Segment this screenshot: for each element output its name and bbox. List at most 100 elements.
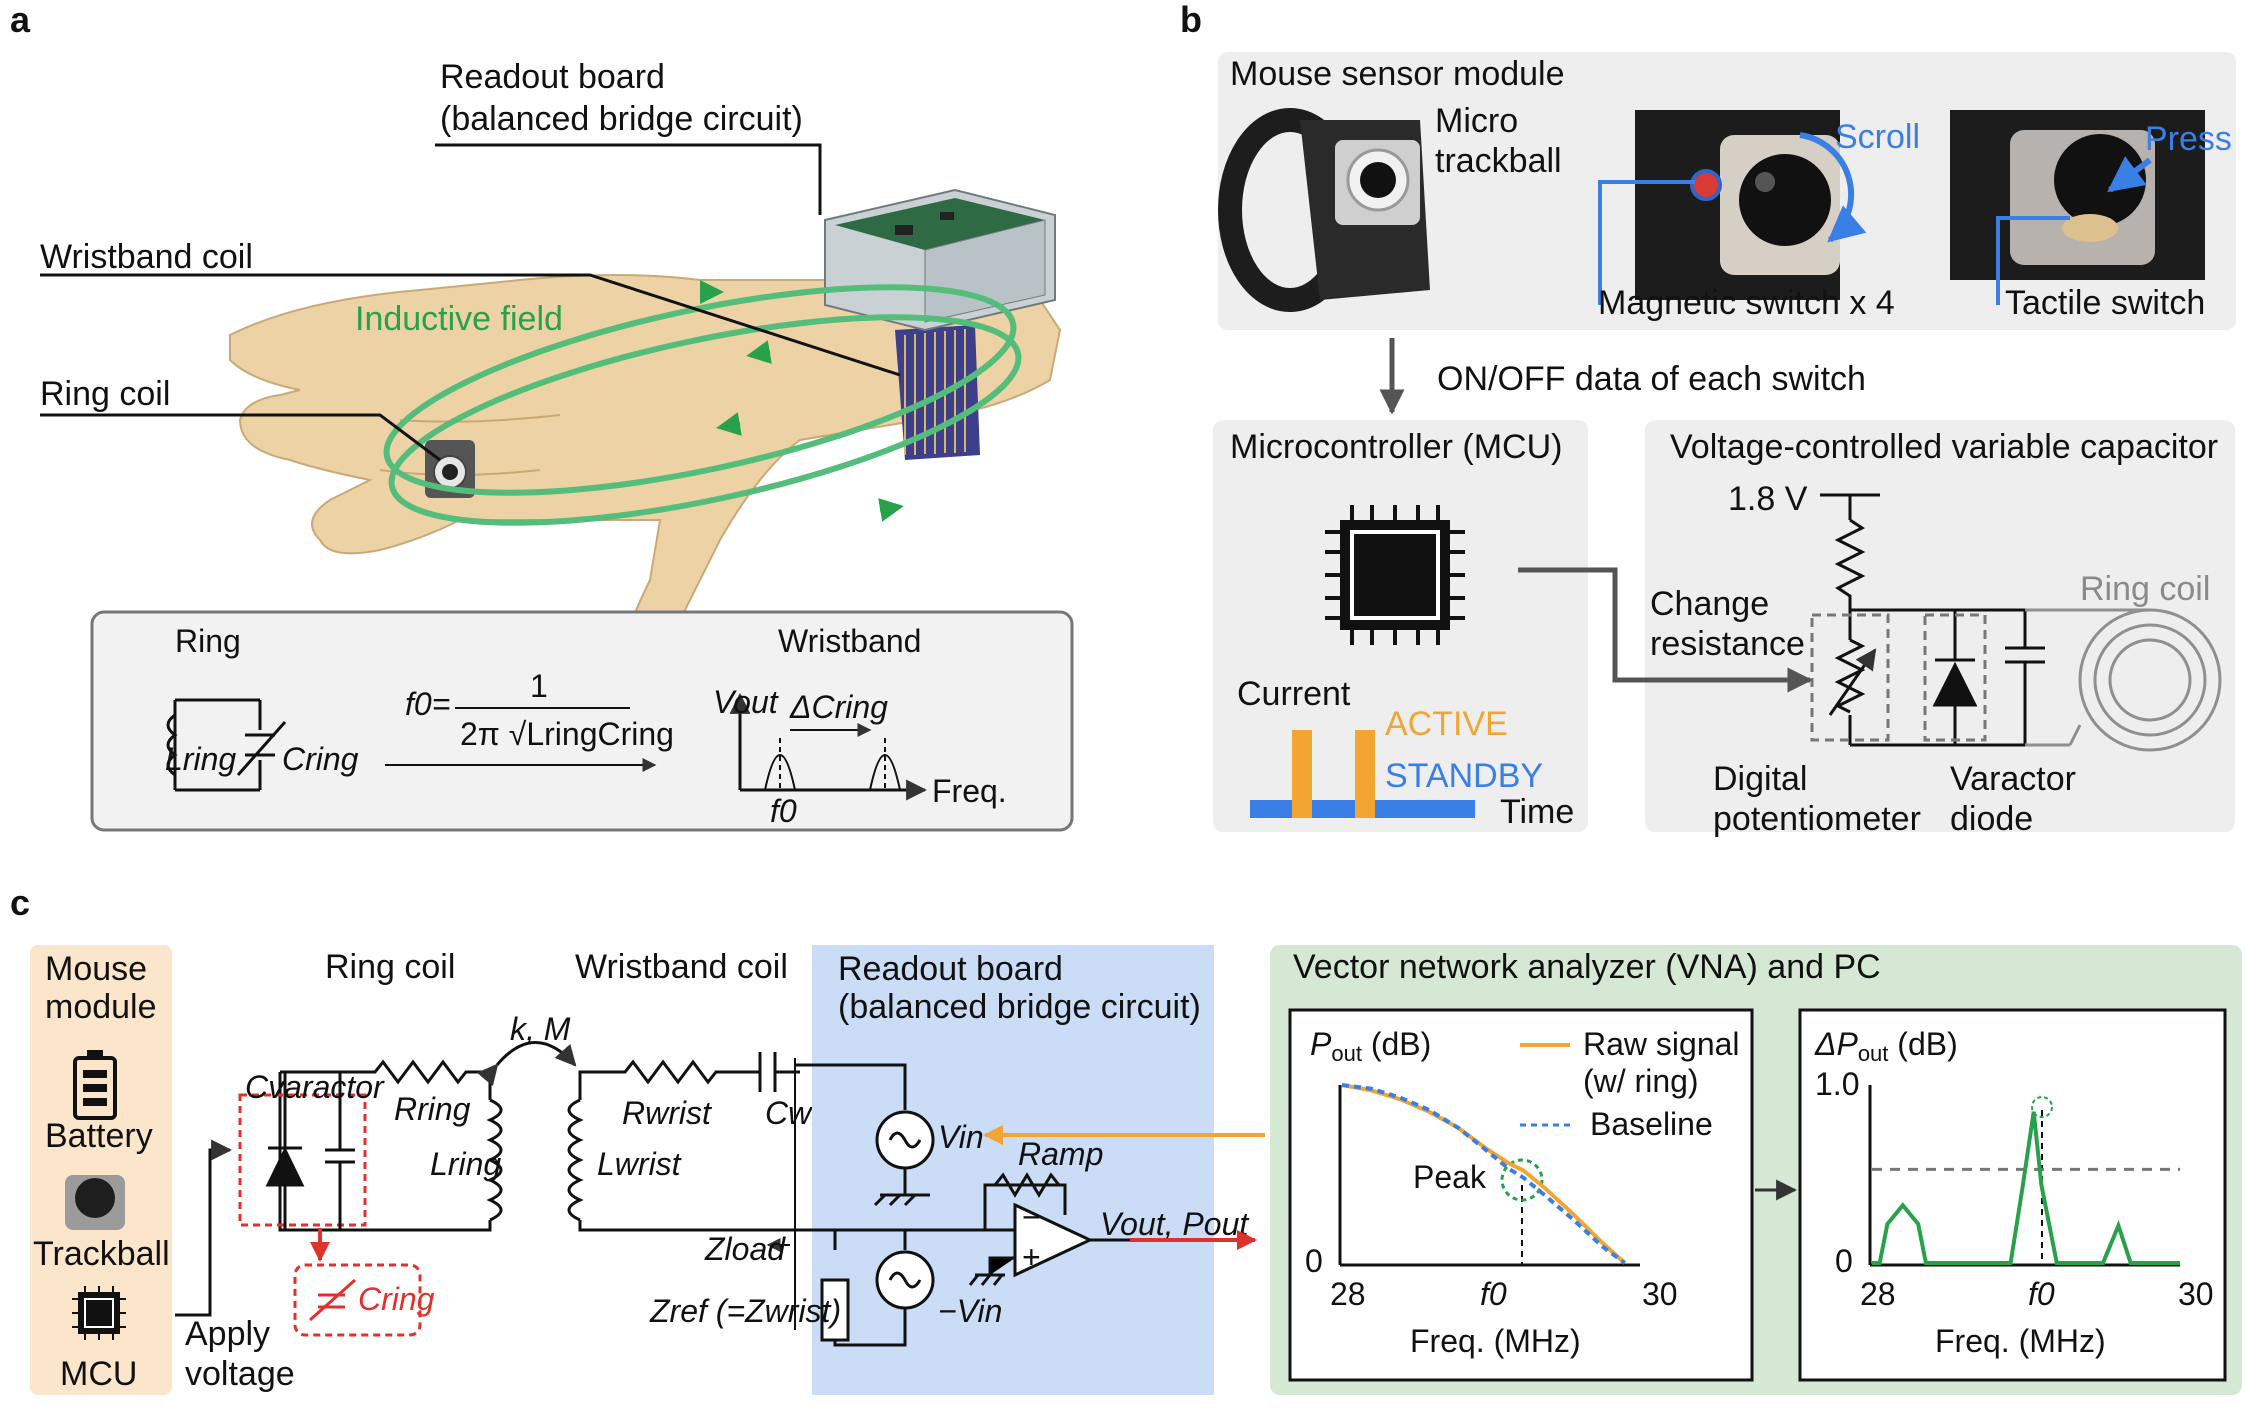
- c-ring-red-label: Cring: [358, 1281, 435, 1317]
- magnetic-switch-label: Magnetic switch x 4: [1598, 284, 1895, 322]
- readout-board-label-1: Readout board: [440, 58, 665, 96]
- chart2-ylabel: ΔPout (dB): [1814, 1026, 1958, 1066]
- chart1-peak-label: Peak: [1413, 1159, 1487, 1195]
- z-ref-label: Zref (=Zwrist): [649, 1293, 841, 1329]
- inset-f0: f0: [770, 793, 797, 829]
- r-wrist-label: Rwrist: [622, 1095, 712, 1131]
- chart1-ytick-0: 0: [1305, 1243, 1323, 1279]
- mcu-label-c: MCU: [60, 1355, 137, 1393]
- mouse-module-label-2: module: [45, 988, 157, 1026]
- equation-inset: Ring Wristband Lring Cring f0= 1 2π √Lri…: [90, 610, 1074, 832]
- series-line-0: [1341, 1083, 1627, 1265]
- ring-coil-spiral: [2068, 608, 2222, 752]
- press-label: Press: [2145, 120, 2232, 158]
- apply-voltage-label-1: Apply: [185, 1315, 270, 1353]
- chart1-legend-baseline: Baseline: [1590, 1106, 1713, 1142]
- battery-label: Battery: [45, 1117, 153, 1155]
- digital-pot-label-1: Digital: [1713, 760, 1807, 798]
- raw-signal-chart: Pout (dB) 0 28 f0 30 Freq. (MHz) Peak Ra…: [1305, 1026, 1740, 1359]
- chart2-ytick-1: 1.0: [1815, 1066, 1859, 1102]
- varactor-label-1: Varactor: [1950, 760, 2076, 798]
- inset-wristband-title: Wristband: [778, 623, 921, 659]
- mouse-module-panel: Mouse module Battery Trackball MCU: [30, 945, 172, 1395]
- panel-label-b: b: [1180, 0, 1202, 40]
- chart2-xtick-f0: f0: [2028, 1276, 2055, 1312]
- active-label: ACTIVE: [1385, 705, 1508, 743]
- formula-numerator: 1: [530, 668, 548, 704]
- series-line-0: [1872, 1111, 2180, 1265]
- time-label: Time: [1500, 793, 1574, 831]
- battery-icon: [73, 1050, 117, 1120]
- r-amp-label: Ramp: [1018, 1136, 1103, 1172]
- v-out-label: Vout, Pout: [1100, 1206, 1249, 1242]
- trackball-icon: [65, 1175, 125, 1230]
- formula-denominator: 2π √LringCring: [460, 716, 674, 752]
- chart2-ytick-0: 0: [1835, 1243, 1853, 1279]
- v-in-label: Vin: [938, 1119, 984, 1155]
- chart1-legend-raw: Raw signal: [1583, 1026, 1740, 1062]
- mcu-box: Microcontroller (MCU) Current ACTIVE STA…: [1213, 420, 1588, 832]
- panel-label-c: c: [10, 882, 30, 923]
- ring-sensor-photo: [1218, 108, 1430, 312]
- standby-label: STANDBY: [1385, 757, 1543, 795]
- chart2-xlabel: Freq. (MHz): [1935, 1323, 2106, 1359]
- change-resistance-label-2: resistance: [1650, 625, 1805, 663]
- readout-board-c-label-2: (balanced bridge circuit): [838, 988, 1201, 1026]
- k-m-label: k, M: [510, 1011, 571, 1047]
- chart1-ylabel: Pout (dB): [1310, 1026, 1431, 1066]
- scroll-closeup-photo: [1635, 110, 1867, 300]
- r-ring-label: Rring: [394, 1091, 471, 1127]
- chart2-xtick-30: 30: [2178, 1276, 2214, 1312]
- c-varactor-label: Cvaractor: [245, 1069, 385, 1105]
- ring-device: [425, 440, 475, 498]
- opamp-plus: +: [1022, 1239, 1041, 1275]
- inset-ring-title: Ring: [175, 623, 241, 659]
- trackball-label: Trackball: [33, 1235, 170, 1273]
- digital-pot-label-2: potentiometer: [1713, 800, 1921, 838]
- inset-freq: Freq.: [932, 773, 1007, 809]
- current-label: Current: [1237, 675, 1351, 713]
- apply-voltage-label-2: voltage: [185, 1355, 295, 1393]
- micro-trackball-label-1: Micro: [1435, 102, 1518, 140]
- chart1-xlabel: Freq. (MHz): [1410, 1323, 1581, 1359]
- onoff-data-label: ON/OFF data of each switch: [1437, 360, 1866, 398]
- press-closeup-photo: [1950, 110, 2205, 280]
- wristband-coil-label: Wristband coil: [40, 238, 253, 276]
- voltage-label: 1.8 V: [1728, 480, 1808, 518]
- ring-coil-title-c: Ring coil: [325, 948, 455, 986]
- ring-circuit: Cring Cvaractor Rring Lring: [238, 1059, 503, 1337]
- wristband-coil-title-c: Wristband coil: [575, 948, 788, 986]
- ring-coil-label-b: Ring coil: [2080, 570, 2210, 608]
- z-load-label: Zload: [704, 1231, 786, 1267]
- l-wrist-label: Lwrist: [597, 1146, 682, 1182]
- inset-l-ring: Lring: [165, 741, 236, 777]
- panel-label-a: a: [10, 0, 31, 40]
- inductive-field-label: Inductive field: [355, 300, 563, 338]
- inductive-field-loops: [383, 280, 1022, 526]
- formula-lhs: f0=: [405, 686, 450, 722]
- inset-vout: Vout: [713, 684, 779, 720]
- vna-panel: Vector network analyzer (VNA) and PC: [1270, 945, 2242, 1395]
- readout-board-c-label-1: Readout board: [838, 950, 1063, 988]
- mouse-module-label-1: Mouse: [45, 950, 147, 988]
- mcu-title: Microcontroller (MCU): [1230, 428, 1562, 466]
- micro-trackball-label-2: trackball: [1435, 142, 1562, 180]
- vcvc-box: Voltage-controlled variable capacitor 1.…: [1645, 420, 2235, 838]
- chart1-legend-raw2: (w/ ring): [1583, 1063, 1699, 1099]
- mouse-sensor-module-box: Mouse sensor module Micro trackball Scro…: [1218, 52, 2236, 330]
- mcu-icon: [72, 1286, 126, 1340]
- tactile-switch-label: Tactile switch: [2005, 284, 2205, 322]
- vna-title: Vector network analyzer (VNA) and PC: [1293, 948, 1881, 986]
- series-line-1: [1341, 1083, 1626, 1265]
- readout-board-label-2: (balanced bridge circuit): [440, 100, 803, 138]
- vcvc-title: Voltage-controlled variable capacitor: [1670, 428, 2218, 466]
- chart1-xtick-28: 28: [1330, 1276, 1366, 1312]
- varactor-label-2: diode: [1950, 800, 2033, 838]
- readout-board-panel: Readout board (balanced bridge circuit) …: [795, 945, 1249, 1395]
- opamp-minus: −: [1022, 1199, 1041, 1235]
- chart2-xtick-28: 28: [1860, 1276, 1896, 1312]
- chip-icon: [1325, 505, 1465, 645]
- l-ring-label: Lring: [430, 1146, 501, 1182]
- delta-power-chart: ΔPout (dB) 1.0 0 28 f0 30 Freq. (MHz): [1814, 1026, 2214, 1359]
